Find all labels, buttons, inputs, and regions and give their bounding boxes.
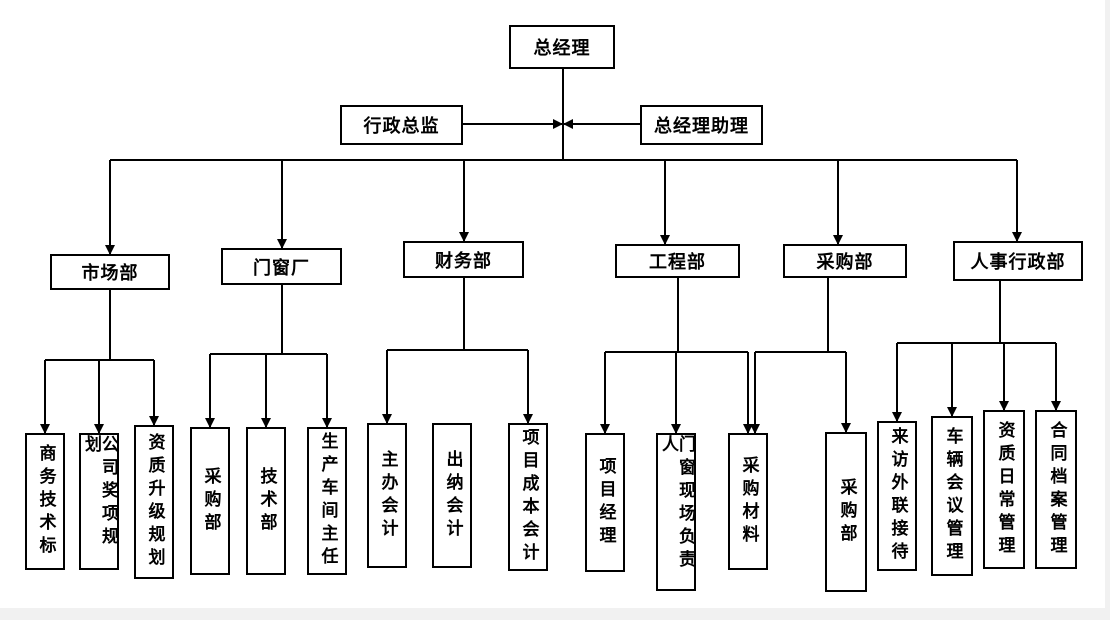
dept-marketing-box: 市场部 [50,254,170,290]
unit-workshop-director-box: 生产车间主任 [307,427,347,575]
dept-finance-box: 财务部 [403,241,524,278]
unit-qualification-upgrade-plan-box: 资质升级规划 [134,425,174,579]
unit-project-cost-accountant-box: 项目成本会计 [508,423,548,571]
unit-vehicle-meeting-mgmt-box: 车辆会议管理 [931,416,973,576]
bottom-divider [0,608,1105,614]
unit-qualification-daily-mgmt-box: 资质日常管理 [983,410,1025,569]
unit-company-awards-plan-box: 公司奖项规划 [79,433,119,570]
dept-window-factory-box: 门窗厂 [221,248,342,285]
unit-cashier-box: 出纳会计 [432,423,472,568]
dept-hr-admin-box: 人事行政部 [953,241,1083,281]
ceo-assistant-box: 总经理助理 [640,105,763,145]
admin-director-box: 行政总监 [340,105,463,145]
ceo-box: 总经理 [509,25,615,69]
unit-factory-purchasing-box: 采购部 [190,427,230,575]
dept-engineering-box: 工程部 [615,244,740,278]
unit-material-purchasing-box: 采购材料 [728,433,768,570]
unit-business-tech-bid-box: 商务技术标 [25,433,65,570]
unit-visitor-reception-box: 来访外联接待 [877,421,917,571]
dept-purchasing-box: 采购部 [783,244,907,278]
unit-purchasing-box: 采购部 [825,432,867,592]
unit-project-manager-box: 项目经理 [585,433,625,572]
unit-window-site-lead-box: 门窗现场负责人 [656,433,696,591]
unit-chief-accountant-box: 主办会计 [367,423,407,568]
unit-technical-box: 技术部 [246,427,286,575]
unit-contract-archive-mgmt-box: 合同档案管理 [1035,410,1077,569]
